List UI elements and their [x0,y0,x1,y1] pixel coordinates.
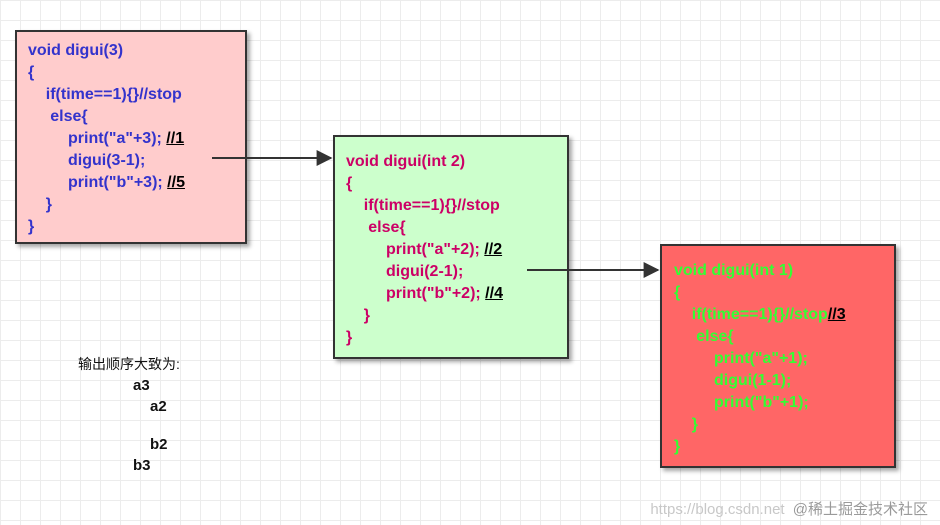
code-line: print("b"+1); [674,392,894,414]
code-text: if(time==1){}//stop [674,306,828,323]
output-item: b2 [150,436,168,453]
output-order-note: 输出顺序大致为: a3 a2 b2 b3 [78,354,180,474]
code-line: } [346,305,567,327]
code-text: digui(2-1); [346,263,464,280]
code-text: void digui(int 2) [346,153,466,170]
code-line: } [28,216,245,238]
step-annotation: //4 [485,285,503,302]
code-line: { [674,282,894,304]
watermark: https://blog.csdn.net @稀土掘金技术社区 [650,498,928,519]
code-text: { [674,284,681,301]
code-text: } [674,416,699,433]
code-line: print("a"+3); //1 [28,128,245,150]
step-annotation: //2 [484,241,503,258]
code-text: print("a"+3); [28,130,167,147]
code-text: { [28,64,35,81]
watermark-url: https://blog.csdn.net [650,501,785,518]
step-annotation: //1 [166,130,185,147]
code-line: print("b"+3); //5 [28,172,245,194]
step-annotation: //5 [167,174,185,191]
code-line: { [346,173,567,195]
call-box-digui-1: void digui(int 1) { if(time==1){}//stop//… [660,244,896,468]
code-line: if(time==1){}//stop [346,195,567,217]
code-text: if(time==1){}//stop [346,197,500,214]
code-line: digui(2-1); [346,261,567,283]
code-line: } [674,414,894,436]
code-text: print("a"+1); [674,350,808,367]
code-text: } [28,218,35,235]
code-text: } [346,307,371,324]
code-line: digui(1-1); [674,370,894,392]
code-text: else{ [28,108,88,125]
code-line: if(time==1){}//stop [28,84,245,106]
code-text: else{ [346,219,406,236]
code-line: void digui(int 2) [346,151,567,173]
code-text: digui(1-1); [674,372,792,389]
code-text: } [28,196,53,213]
output-title: 输出顺序大致为: [78,356,180,372]
code-text: print("b"+1); [674,394,809,411]
code-text: void digui(int 1) [674,262,794,279]
code-text: print("a"+2); [346,241,485,258]
code-text: digui(3-1); [28,152,146,169]
watermark-brand: @稀土掘金技术社区 [792,501,928,518]
code-text: } [346,329,353,346]
code-line: } [674,436,894,458]
code-text: if(time==1){}//stop [28,86,182,103]
code-text: print("b"+2); [346,285,486,302]
code-line: { [28,62,245,84]
code-line: if(time==1){}//stop//3 [674,304,894,326]
output-item: a2 [150,398,167,415]
code-text: void digui(3) [28,42,124,59]
code-text: print("b"+3); [28,174,168,191]
code-text: { [346,175,353,192]
code-line: print("b"+2); //4 [346,283,567,305]
code-line: else{ [28,106,245,128]
code-line: else{ [346,217,567,239]
code-line: } [346,327,567,349]
code-line: digui(3-1); [28,150,245,172]
call-box-digui-2: void digui(int 2) { if(time==1){}//stop e… [333,135,569,359]
output-item: a3 [133,377,150,394]
step-annotation: //3 [827,306,846,323]
code-text: else{ [674,328,734,345]
code-line: print("a"+2); //2 [346,239,567,261]
code-text: } [674,438,681,455]
code-line: print("a"+1); [674,348,894,370]
code-line: } [28,194,245,216]
code-line: void digui(int 1) [674,260,894,282]
call-box-digui-3: void digui(3) { if(time==1){}//stop else{… [15,30,247,244]
code-line: else{ [674,326,894,348]
code-line: void digui(3) [28,40,245,62]
output-item: b3 [133,457,151,474]
